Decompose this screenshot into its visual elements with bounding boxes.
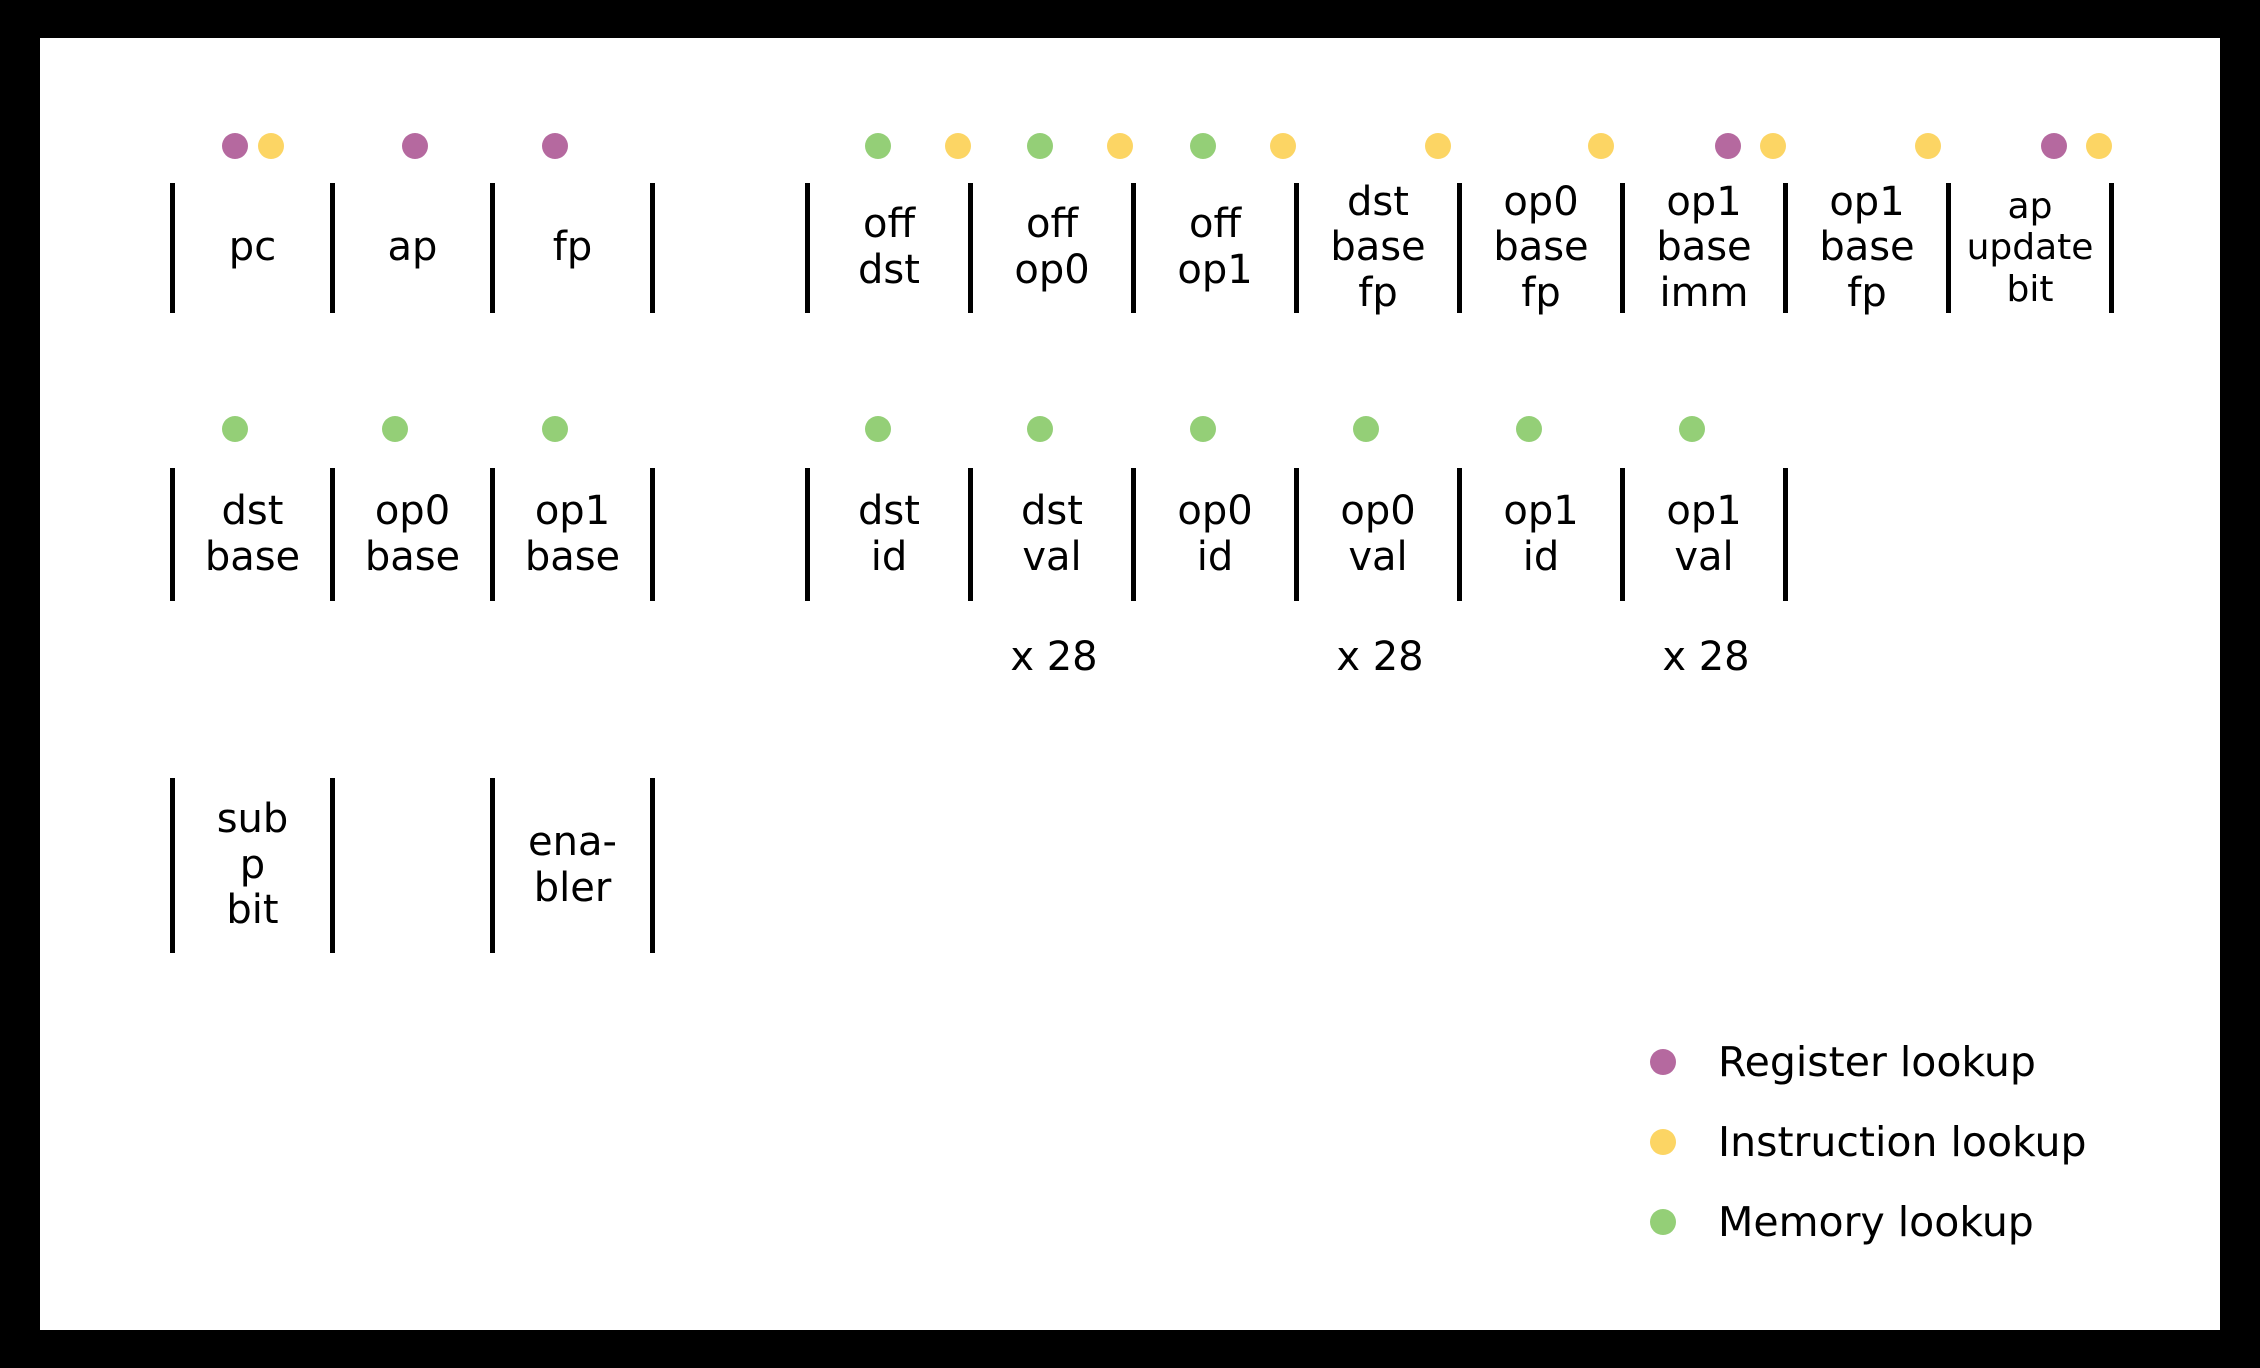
dot-instruction-lookup xyxy=(1588,133,1614,159)
cell-op0-base-fp: op0 base fp xyxy=(1493,178,1589,316)
cell-op1-base-fp: op1 base fp xyxy=(1819,178,1915,316)
dot-instruction-lookup xyxy=(258,133,284,159)
dot-memory-lookup xyxy=(382,416,408,442)
dot-memory-lookup xyxy=(1516,416,1542,442)
dot-memory-lookup xyxy=(1027,133,1053,159)
cell-divider xyxy=(490,778,495,953)
legend-item-instruction-lookup: Instruction lookup xyxy=(1650,1118,2087,1166)
dot-instruction-lookup xyxy=(1760,133,1786,159)
row1-group-instruction: off dst off op0 off op1 dst base fp op0 … xyxy=(805,133,2145,316)
legend-dot-instruction-lookup xyxy=(1650,1129,1676,1155)
legend-label-register-lookup: Register lookup xyxy=(1718,1038,2036,1086)
cell-op1-base-imm: op1 base imm xyxy=(1656,178,1752,316)
cell-divider xyxy=(805,468,810,601)
cell-off-op0: off op0 xyxy=(1014,201,1090,293)
cell-dst-id: dst id xyxy=(858,487,920,580)
cell-divider xyxy=(1457,468,1462,601)
cell-divider xyxy=(170,183,175,313)
cell-op1-id: op1 id xyxy=(1503,487,1579,580)
cell-off-op1: off op1 xyxy=(1177,201,1253,293)
cell-divider xyxy=(968,183,973,313)
cell-divider xyxy=(1620,468,1625,601)
multiplier-label-dst: x 28 xyxy=(1010,634,1098,680)
dot-register-lookup xyxy=(2041,133,2067,159)
cell-op0-base: op0 base xyxy=(364,487,461,580)
cell-op0-val: op0 val xyxy=(1340,487,1416,580)
diagram-canvas: pc ap fp off dst off op0 off op1 dst bas… xyxy=(40,38,2220,1330)
dot-memory-lookup xyxy=(1353,416,1379,442)
cell-fp: fp xyxy=(552,224,593,271)
cell-divider xyxy=(330,778,335,953)
cell-divider xyxy=(490,183,495,313)
row3-group-flags: sub p bit ena- bler xyxy=(170,778,670,953)
multiplier-label-op1: x 28 xyxy=(1662,634,1750,680)
dot-register-lookup xyxy=(402,133,428,159)
cell-divider xyxy=(805,183,810,313)
cell-sub-p-bit: sub p bit xyxy=(216,796,289,934)
cell-divider xyxy=(1783,183,1788,313)
cell-divider xyxy=(490,468,495,601)
dot-memory-lookup xyxy=(1027,416,1053,442)
cell-divider xyxy=(650,778,655,953)
multiplier-label-op0: x 28 xyxy=(1336,634,1424,680)
dot-memory-lookup xyxy=(1190,416,1216,442)
cell-divider xyxy=(330,468,335,601)
cell-divider xyxy=(330,183,335,313)
cell-divider xyxy=(2109,183,2114,313)
cell-divider xyxy=(170,468,175,601)
row2-group-bases: dst base op0 base op1 base xyxy=(170,416,670,601)
cell-divider xyxy=(1131,468,1136,601)
legend-dot-memory-lookup xyxy=(1650,1209,1676,1235)
dot-instruction-lookup xyxy=(1270,133,1296,159)
cell-divider xyxy=(968,468,973,601)
legend-label-instruction-lookup: Instruction lookup xyxy=(1718,1118,2087,1166)
row2-group-memory: dst id dst val op0 id op0 val op1 id op1… xyxy=(805,416,1835,686)
cell-dst-base-fp: dst base fp xyxy=(1330,178,1426,316)
cell-ap: ap xyxy=(387,224,438,271)
cell-op1-base: op1 base xyxy=(524,487,621,580)
cell-divider xyxy=(170,778,175,953)
legend-item-register-lookup: Register lookup xyxy=(1650,1038,2036,1086)
cell-pc: pc xyxy=(228,224,277,271)
cell-op1-val: op1 val xyxy=(1666,487,1742,580)
cell-op0-id: op0 id xyxy=(1177,487,1253,580)
cell-divider xyxy=(1131,183,1136,313)
cell-dst-val: dst val xyxy=(1021,487,1083,580)
dot-instruction-lookup xyxy=(1425,133,1451,159)
cell-divider xyxy=(1620,183,1625,313)
legend-item-memory-lookup: Memory lookup xyxy=(1650,1198,2034,1246)
dot-memory-lookup xyxy=(1679,416,1705,442)
dot-instruction-lookup xyxy=(1915,133,1941,159)
dot-instruction-lookup xyxy=(1107,133,1133,159)
legend-label-memory-lookup: Memory lookup xyxy=(1718,1198,2034,1246)
dot-memory-lookup xyxy=(542,416,568,442)
dot-memory-lookup xyxy=(1190,133,1216,159)
cell-dst-base: dst base xyxy=(204,487,301,580)
cell-divider xyxy=(1457,183,1462,313)
dot-register-lookup xyxy=(222,133,248,159)
dot-register-lookup xyxy=(542,133,568,159)
cell-enabler: ena- bler xyxy=(528,818,617,911)
cell-off-dst: off dst xyxy=(858,201,920,293)
dot-memory-lookup xyxy=(865,133,891,159)
dot-instruction-lookup xyxy=(945,133,971,159)
cell-divider xyxy=(1294,183,1299,313)
row1-group-registers: pc ap fp xyxy=(170,133,690,313)
cell-divider xyxy=(650,468,655,601)
dot-memory-lookup xyxy=(222,416,248,442)
cell-divider xyxy=(1946,183,1951,313)
cell-ap-update-bit: ap update bit xyxy=(1966,186,2094,310)
legend: Register lookup Instruction lookup Memor… xyxy=(1650,1038,2210,1246)
dot-instruction-lookup xyxy=(2086,133,2112,159)
dot-memory-lookup xyxy=(865,416,891,442)
cell-divider xyxy=(650,183,655,313)
cell-divider xyxy=(1783,468,1788,601)
dot-register-lookup xyxy=(1715,133,1741,159)
cell-divider xyxy=(1294,468,1299,601)
legend-dot-register-lookup xyxy=(1650,1049,1676,1075)
